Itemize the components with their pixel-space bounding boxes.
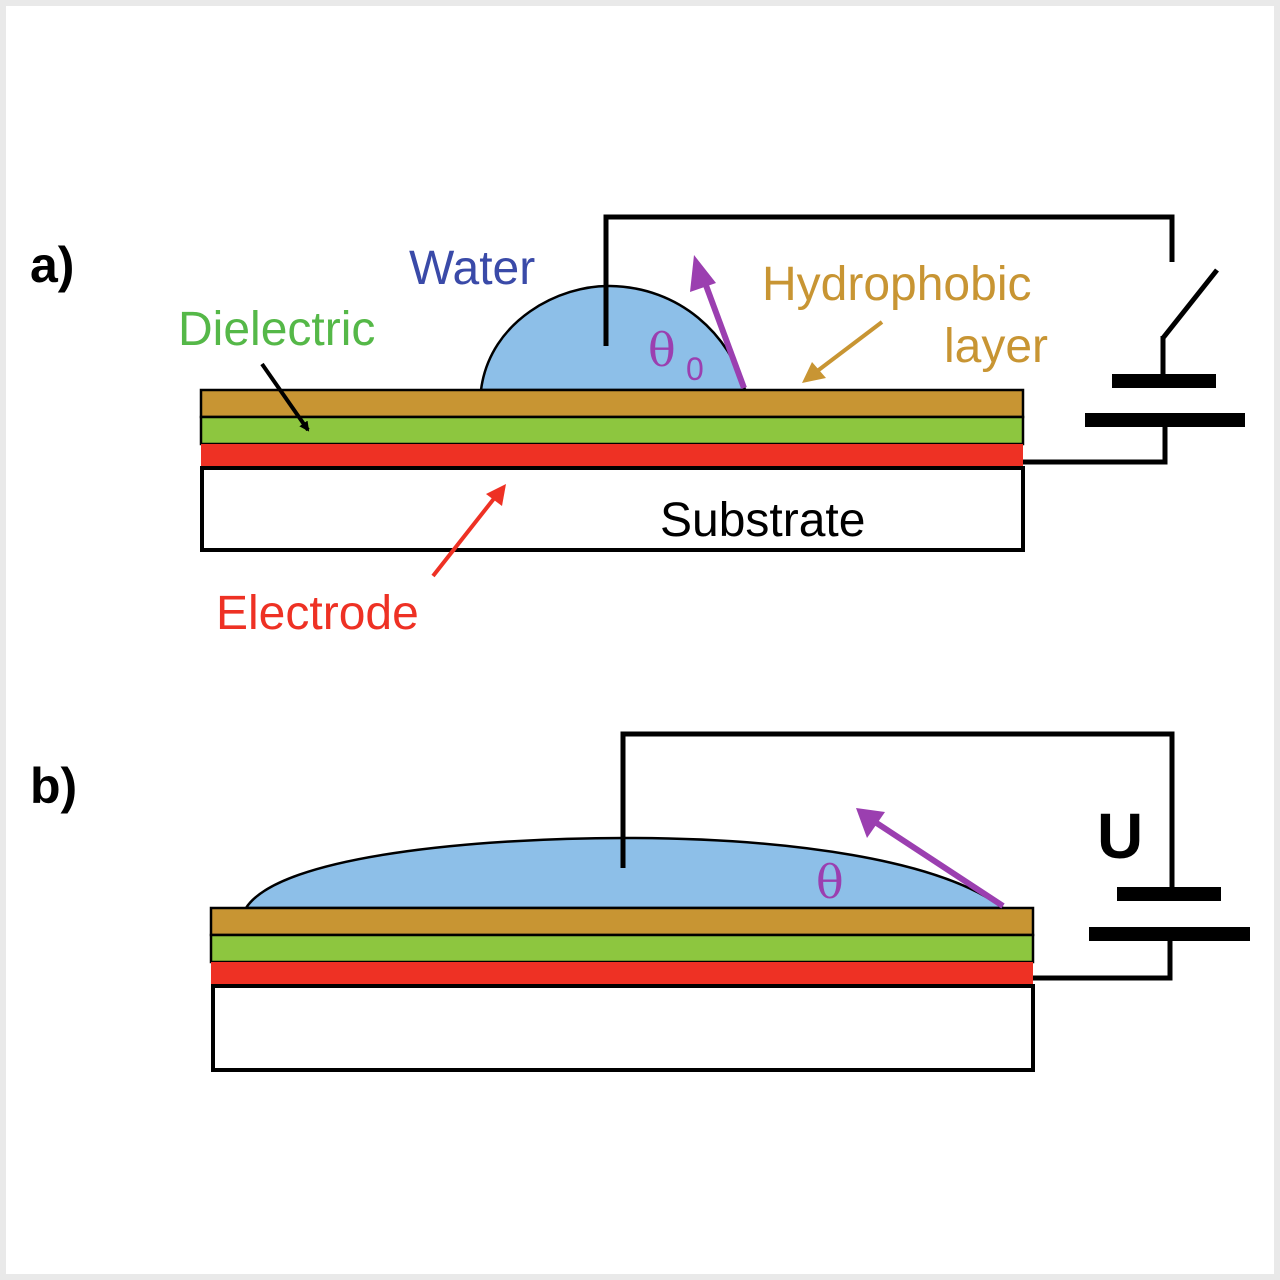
hydrophobic-layer-b <box>209 906 1035 937</box>
dielectric-label: Dielectric <box>178 303 375 356</box>
electrode-pointer-arrowhead <box>486 484 506 506</box>
wire-top-a <box>603 214 1175 346</box>
contact-angle-symbol-a: θ <box>648 323 676 377</box>
battery-long-plate-b <box>1089 927 1250 941</box>
dielectric-layer-a <box>199 415 1025 446</box>
dielectric-pointer-arrow <box>260 362 310 432</box>
voltage-label: U <box>1097 800 1143 872</box>
panel-a: a) θ 0 Water Dielectric Hydrophobic laye… <box>30 214 1245 640</box>
wire-bottom-b <box>1033 941 1173 981</box>
panel-b-label: b) <box>30 758 77 814</box>
contact-angle-symbol-b: θ <box>816 855 844 909</box>
battery-long-plate-a <box>1085 413 1245 427</box>
hydrophobic-layer-a <box>199 388 1025 419</box>
substrate-a <box>200 466 1025 552</box>
battery-short-plate-b <box>1117 887 1221 901</box>
panel-a-label: a) <box>30 237 74 293</box>
contact-angle-arrowhead-a <box>690 255 716 292</box>
hydrophobic-label-line1: Hydrophobic <box>762 258 1031 311</box>
contact-angle-arrow-a <box>701 278 747 390</box>
wire-bottom-a <box>1023 427 1168 465</box>
hydrophobic-pointer-arrowhead <box>802 362 826 383</box>
electrode-layer-a <box>201 444 1023 468</box>
contact-angle-arrow-b <box>873 819 1005 909</box>
electrode-pointer-arrow <box>431 494 498 578</box>
contact-angle-arrowhead-b <box>856 808 885 838</box>
figure-background <box>6 6 1274 1274</box>
hydrophobic-pointer-arrow <box>814 320 884 374</box>
hydrophobic-label-line2: layer <box>944 320 1048 373</box>
wire-top-b <box>620 731 1175 887</box>
contact-angle-subscript-a: 0 <box>686 351 704 387</box>
electrode-layer-b <box>211 962 1033 986</box>
electrode-label: Electrode <box>216 587 419 640</box>
substrate-b <box>211 984 1035 1072</box>
dielectric-layer-b <box>209 933 1035 964</box>
substrate-label: Substrate <box>660 494 865 547</box>
switch-blade-a <box>1161 268 1219 340</box>
panel-b: b) U θ <box>30 731 1250 1072</box>
water-label: Water <box>409 242 535 295</box>
battery-short-plate-a <box>1112 374 1216 388</box>
